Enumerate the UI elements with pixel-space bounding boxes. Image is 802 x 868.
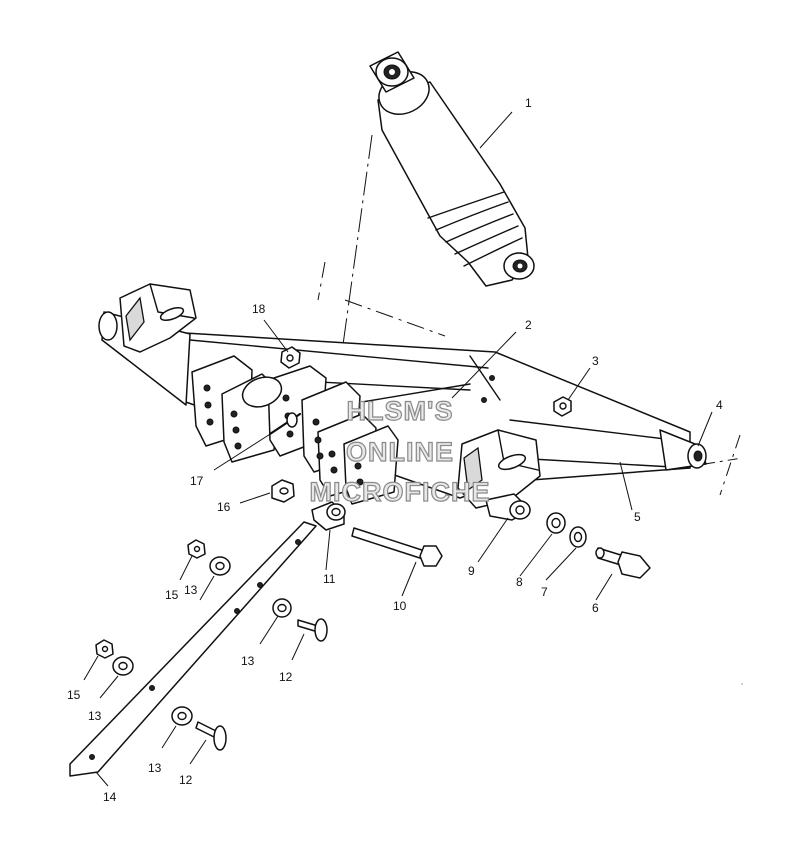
- part-9-bushing: [485, 493, 531, 521]
- part-7-washer: [569, 526, 587, 548]
- part-12-bolt-lower: [195, 721, 227, 751]
- part-10-bolt: [351, 527, 443, 567]
- part-15-nut-lower: [95, 639, 114, 659]
- callout-label: 13: [88, 709, 102, 723]
- part-12-bolt-upper: [297, 618, 328, 642]
- callout-label: 4: [716, 398, 723, 412]
- callout-label: 12: [179, 773, 193, 787]
- callout-label: 2: [525, 318, 532, 332]
- callout-label: 15: [67, 688, 81, 702]
- callout-labels: 1 2 3 4 5 6 7 8 9 10 11 12 12 13 13 13 1…: [67, 96, 723, 804]
- callout-label: 11: [323, 572, 336, 586]
- part-13-washer-d: [171, 706, 193, 726]
- part-13-washer-a: [209, 556, 231, 576]
- part-11-spacer: [311, 501, 346, 531]
- scan-speck: [741, 683, 743, 685]
- callout-label: 5: [634, 510, 641, 524]
- callout-label: 17: [190, 474, 204, 488]
- callout-label: 16: [217, 500, 231, 514]
- callout-label: 18: [252, 302, 266, 316]
- watermark-line-2: ONLINE: [346, 437, 454, 467]
- callout-label: 15: [165, 588, 179, 602]
- pivot-bracket-right: [457, 429, 541, 509]
- part-13-washer-c: [112, 656, 134, 676]
- pivot-bracket-left: [119, 283, 197, 353]
- callout-label: 13: [241, 654, 255, 668]
- part-1-shock-absorber: [369, 51, 535, 287]
- callout-label: 1: [525, 96, 532, 110]
- callout-label: 7: [541, 585, 548, 599]
- part-14-strap: [69, 521, 317, 777]
- part-3-nut: [553, 396, 572, 417]
- watermark-line-3: MICROFICHE: [310, 477, 491, 507]
- part-6-pivot-bolt: [595, 547, 651, 579]
- callout-label: 8: [516, 575, 523, 589]
- watermark-line-1: HLSM'S: [347, 396, 454, 426]
- part-13-washer-b: [272, 598, 292, 618]
- callout-label: 3: [592, 354, 599, 368]
- callout-leader-lines: [83, 111, 713, 787]
- watermark: HLSM'S ONLINE MICROFICHE: [309, 395, 491, 507]
- callout-label: 10: [393, 599, 407, 613]
- callout-label: 12: [279, 670, 293, 684]
- part-16-nut: [271, 479, 295, 503]
- callout-label: 14: [103, 790, 117, 804]
- callout-label: 9: [468, 564, 475, 578]
- torque-arm-plates: [191, 355, 399, 505]
- part-8-washer: [546, 512, 566, 534]
- callout-label: 6: [592, 601, 599, 615]
- callout-label: 13: [148, 761, 162, 775]
- callout-label: 13: [184, 583, 198, 597]
- part-18-nut: [280, 346, 301, 369]
- part-2-cross-shaft: [361, 383, 471, 403]
- assembly-guide-lines: [317, 134, 743, 496]
- part-15-nut-upper: [187, 539, 206, 559]
